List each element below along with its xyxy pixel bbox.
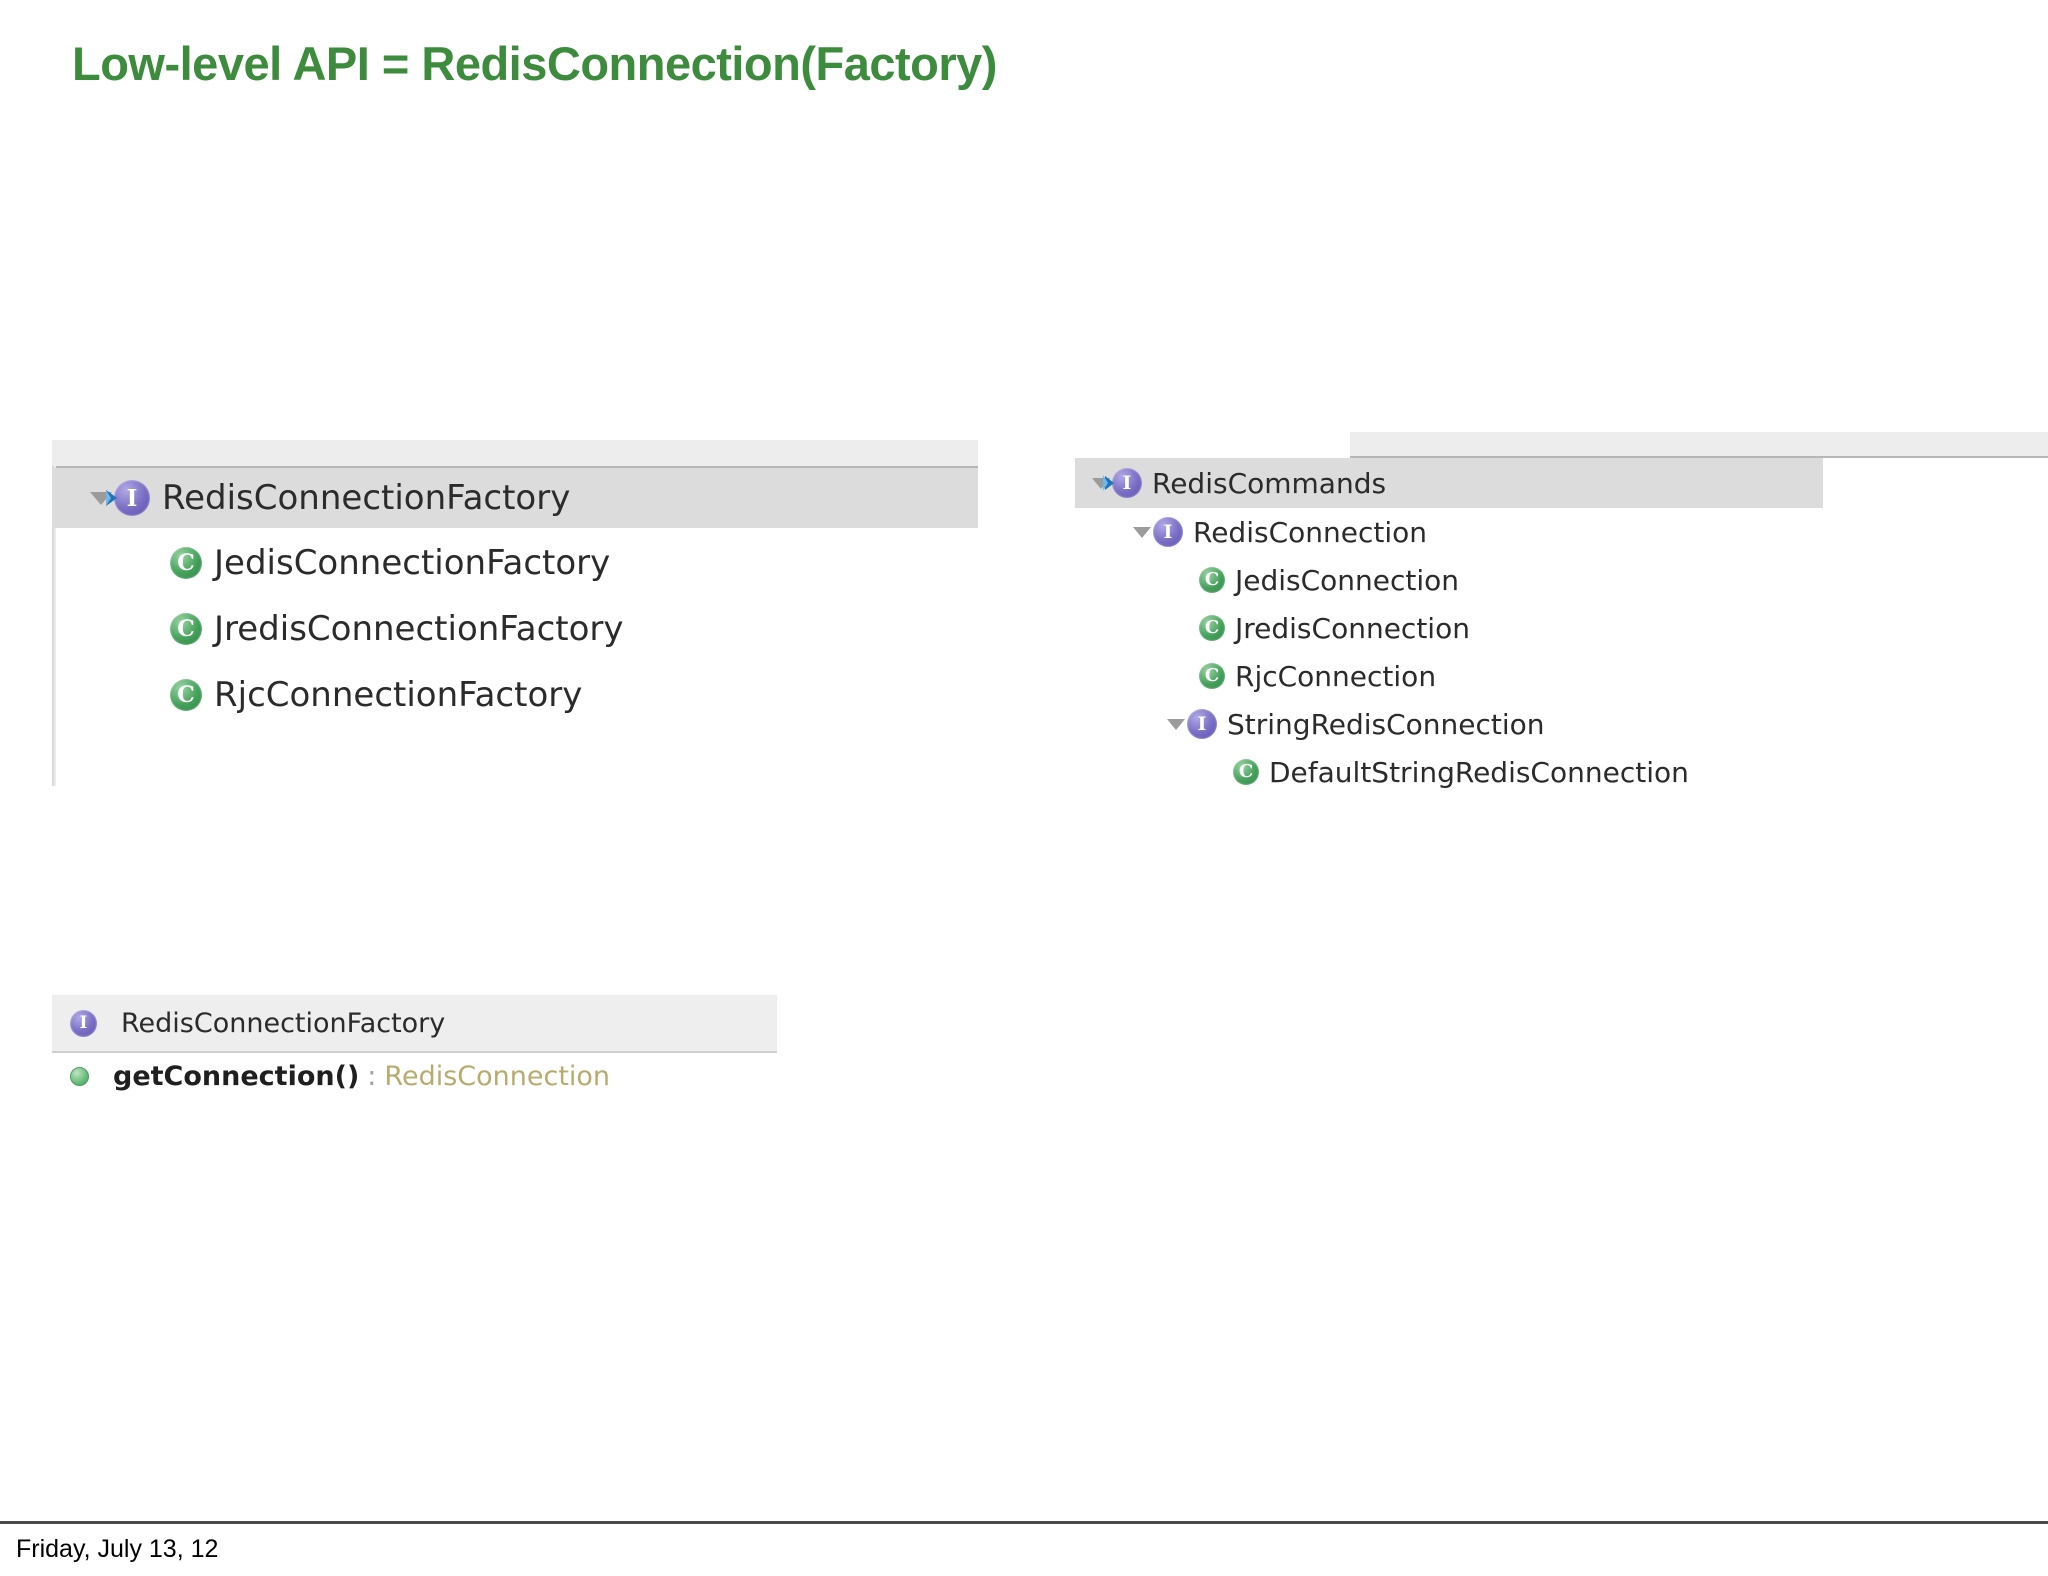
outline-header-label: RedisConnectionFactory bbox=[121, 1007, 446, 1039]
chevron-down-icon[interactable] bbox=[1092, 477, 1110, 489]
panel-left-divider bbox=[52, 466, 56, 786]
tree-row[interactable]: I RedisConnection bbox=[1075, 508, 1823, 556]
tree-row[interactable]: C JredisConnectionFactory bbox=[52, 598, 978, 660]
outline-header-row[interactable]: I RedisConnectionFactory bbox=[52, 995, 777, 1053]
interface-icon: I bbox=[114, 480, 150, 516]
tree-row[interactable]: C RjcConnectionFactory bbox=[52, 664, 978, 726]
override-arrow-icon bbox=[106, 490, 117, 506]
class-icon: C bbox=[1199, 663, 1225, 689]
tree-row[interactable]: C JredisConnection bbox=[1075, 604, 1823, 652]
tree-row-label: JedisConnectionFactory bbox=[214, 543, 611, 583]
tree-row-label: RjcConnectionFactory bbox=[214, 675, 583, 715]
tree-row-label: DefaultStringRedisConnection bbox=[1269, 755, 1689, 789]
chevron-down-icon[interactable] bbox=[1133, 526, 1151, 538]
tree-row-label: StringRedisConnection bbox=[1227, 707, 1545, 741]
outline-member-row[interactable]: getConnection() : RedisConnection bbox=[52, 1053, 610, 1099]
panel-header-strip bbox=[1350, 432, 2048, 458]
interface-icon-wrap: I bbox=[1103, 468, 1142, 498]
footer-divider bbox=[0, 1521, 2048, 1524]
tree-row-label: RedisConnection bbox=[1193, 515, 1427, 549]
tree-row-label: JedisConnection bbox=[1235, 563, 1460, 597]
tree-row[interactable]: C RjcConnection bbox=[1075, 652, 1823, 700]
interface-icon-wrap: I bbox=[106, 480, 150, 516]
class-icon: C bbox=[1233, 759, 1259, 785]
method-return-type: RedisConnection bbox=[384, 1060, 611, 1092]
panel-header-strip bbox=[52, 440, 978, 468]
tree-row-label: JredisConnection bbox=[1235, 611, 1470, 645]
tree-row-label: JredisConnectionFactory bbox=[214, 609, 624, 649]
class-icon: C bbox=[1199, 567, 1225, 593]
method-type-separator: : bbox=[367, 1060, 377, 1092]
tree-row[interactable]: I RedisCommands bbox=[1075, 458, 1823, 508]
type-hierarchy-panel-commands: I RedisCommands I RedisConnection C Jedi… bbox=[1075, 432, 2048, 802]
tree-row[interactable]: I RedisConnectionFactory bbox=[52, 468, 978, 528]
interface-icon: I bbox=[70, 1009, 97, 1037]
method-signature: getConnection() bbox=[113, 1060, 360, 1092]
tree-row[interactable]: C JedisConnection bbox=[1075, 556, 1823, 604]
tree-row[interactable]: C JedisConnectionFactory bbox=[52, 532, 978, 594]
class-icon: C bbox=[170, 547, 202, 579]
tree-row-label: RedisConnectionFactory bbox=[162, 478, 571, 518]
chevron-down-icon[interactable] bbox=[1167, 718, 1185, 730]
tree-row[interactable]: I StringRedisConnection bbox=[1075, 700, 1823, 748]
override-arrow-icon bbox=[1103, 475, 1114, 491]
tree-row-label: RedisCommands bbox=[1152, 466, 1387, 500]
interface-icon: I bbox=[1153, 517, 1183, 547]
class-icon: C bbox=[170, 613, 202, 645]
type-hierarchy-panel-factory: I RedisConnectionFactory C JedisConnecti… bbox=[52, 440, 978, 790]
page-title: Low-level API = RedisConnection(Factory) bbox=[72, 37, 997, 90]
outline-panel: I RedisConnectionFactory getConnection()… bbox=[52, 995, 777, 1095]
interface-icon: I bbox=[1112, 468, 1142, 498]
class-icon: C bbox=[170, 679, 202, 711]
tree-row[interactable]: C DefaultStringRedisConnection bbox=[1075, 748, 1823, 796]
footer-date: Friday, July 13, 12 bbox=[16, 1535, 219, 1563]
interface-icon: I bbox=[1187, 709, 1217, 739]
method-public-icon bbox=[70, 1066, 89, 1086]
class-icon: C bbox=[1199, 615, 1225, 641]
tree-row-label: RjcConnection bbox=[1235, 659, 1437, 693]
